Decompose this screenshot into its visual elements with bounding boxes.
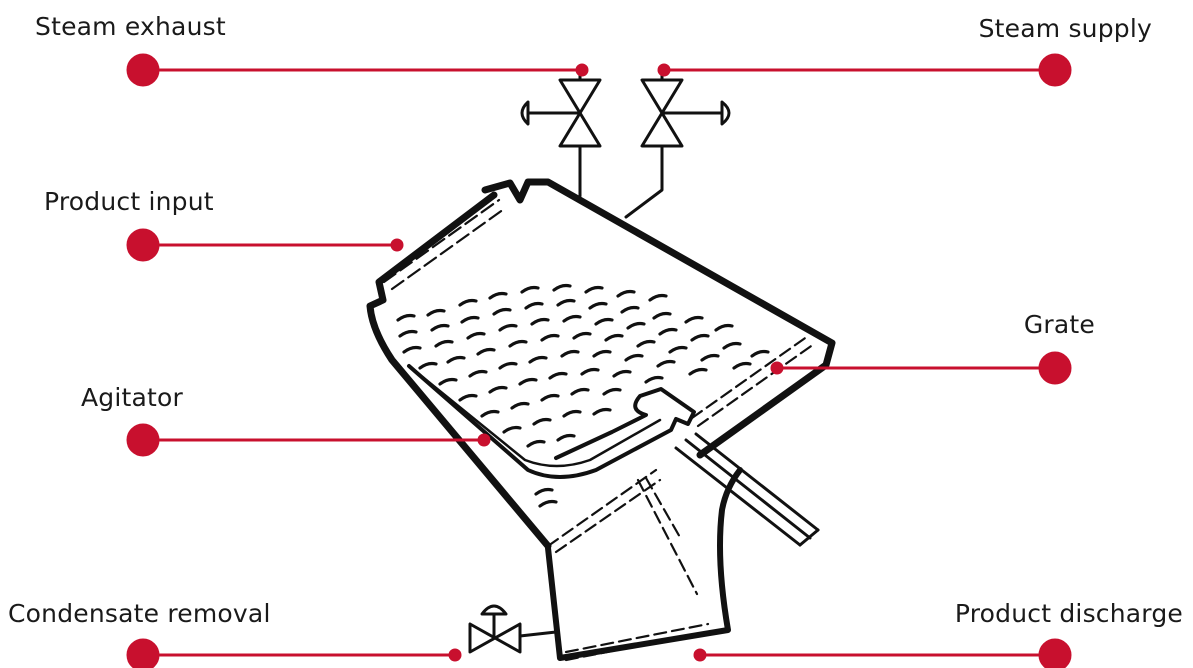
- agitator-bowl-inner: [407, 364, 662, 468]
- steam-exhaust-valve-icon: [520, 78, 602, 148]
- vessel-outline: [366, 178, 836, 550]
- callout-product-discharge: [693, 638, 1072, 668]
- callout-condensate-removal: [126, 638, 462, 668]
- agitator-bowl: [407, 364, 696, 479]
- discharge-chute: [545, 467, 743, 661]
- label-condensate-removal: Condensate removal: [8, 599, 271, 628]
- label-product-discharge: Product discharge: [954, 599, 1183, 628]
- discharge-door-dashed: [546, 468, 712, 662]
- condensate-valve-icon: [468, 604, 558, 654]
- product-load: [396, 283, 770, 508]
- grate-dashed: [690, 334, 816, 428]
- steam-peeler-vessel: [366, 68, 836, 662]
- callout-agitator: [126, 423, 491, 457]
- label-agitator: Agitator: [81, 383, 184, 412]
- callouts: [126, 53, 1072, 668]
- product-input-door: [382, 198, 506, 291]
- callout-grate: [770, 351, 1072, 385]
- callout-steam-supply: [657, 53, 1072, 87]
- label-product-input: Product input: [44, 187, 214, 216]
- label-steam-supply: Steam supply: [978, 14, 1152, 43]
- label-grate: Grate: [1023, 310, 1095, 339]
- callout-product-input: [126, 228, 404, 262]
- steam-supply-valve-icon: [640, 78, 731, 148]
- label-steam-exhaust: Steam exhaust: [35, 12, 226, 41]
- agitator-shaft: [674, 432, 820, 547]
- callout-steam-exhaust: [126, 53, 589, 87]
